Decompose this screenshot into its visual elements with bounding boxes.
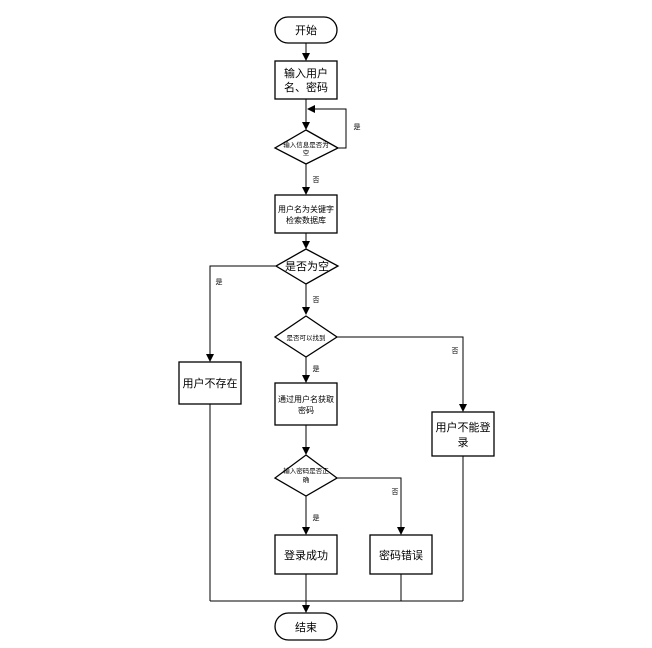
connector <box>337 336 467 412</box>
decision-password <box>273 454 339 497</box>
login-success-box <box>274 534 338 575</box>
cannot-login-label-2: 录 <box>458 436 469 449</box>
yes-label: 是 <box>216 278 223 286</box>
search-label-2: 检索数据库 <box>286 215 326 225</box>
cannot-login-box <box>431 411 495 457</box>
end-label: 结束 <box>295 621 317 634</box>
start-terminal <box>274 16 338 44</box>
decision-found <box>273 315 339 358</box>
end-terminal <box>274 612 338 641</box>
decision-password-label-1: 输入密码是否正 <box>283 466 329 475</box>
decision-found-label: 是否可以找到 <box>287 333 326 342</box>
decision-password-label-2: 确 <box>303 475 310 484</box>
login-success-label: 登录成功 <box>284 548 328 562</box>
connector <box>337 477 405 535</box>
input-label-2: 名、密码 <box>284 80 328 94</box>
no-label: 否 <box>313 176 320 184</box>
get-password-box <box>274 382 338 426</box>
decision-empty-result-label: 是否为空 <box>285 259 329 273</box>
input-box <box>274 60 338 100</box>
yes-label: 是 <box>354 123 361 131</box>
search-box <box>274 194 338 234</box>
search-label-1: 用户名为关键字 <box>278 204 334 214</box>
start-label: 开始 <box>295 23 317 37</box>
yes-label: 是 <box>313 365 320 373</box>
user-not-exist-box <box>178 361 242 405</box>
decision-empty-result <box>274 248 340 285</box>
input-label-1: 输入用户 <box>284 66 328 80</box>
connector <box>206 265 276 362</box>
decision-empty-input-label-1: 输入信息是否为 <box>283 140 329 149</box>
no-label: 否 <box>313 296 320 304</box>
user-not-exist-label: 用户不存在 <box>183 376 238 390</box>
get-password-label-2: 密码 <box>298 405 314 415</box>
cannot-login-label-1: 用户不能登 <box>436 420 491 434</box>
decision-empty-input <box>273 129 340 165</box>
password-error-box <box>369 534 433 575</box>
get-password-label-1: 通过用户名获取 <box>278 394 334 404</box>
no-label: 否 <box>392 488 399 496</box>
nodes <box>178 16 495 641</box>
yes-label: 是 <box>313 514 320 522</box>
decision-empty-input-label-2: 空 <box>303 148 310 157</box>
connectors <box>206 43 467 613</box>
labels: 开始 输入用户 名、密码 输入信息是否为 空 是 否 用户名为关键字 检索数据库… <box>183 23 491 634</box>
connector-loop <box>307 105 347 149</box>
no-label: 否 <box>452 347 459 355</box>
password-error-label: 密码错误 <box>379 548 423 562</box>
